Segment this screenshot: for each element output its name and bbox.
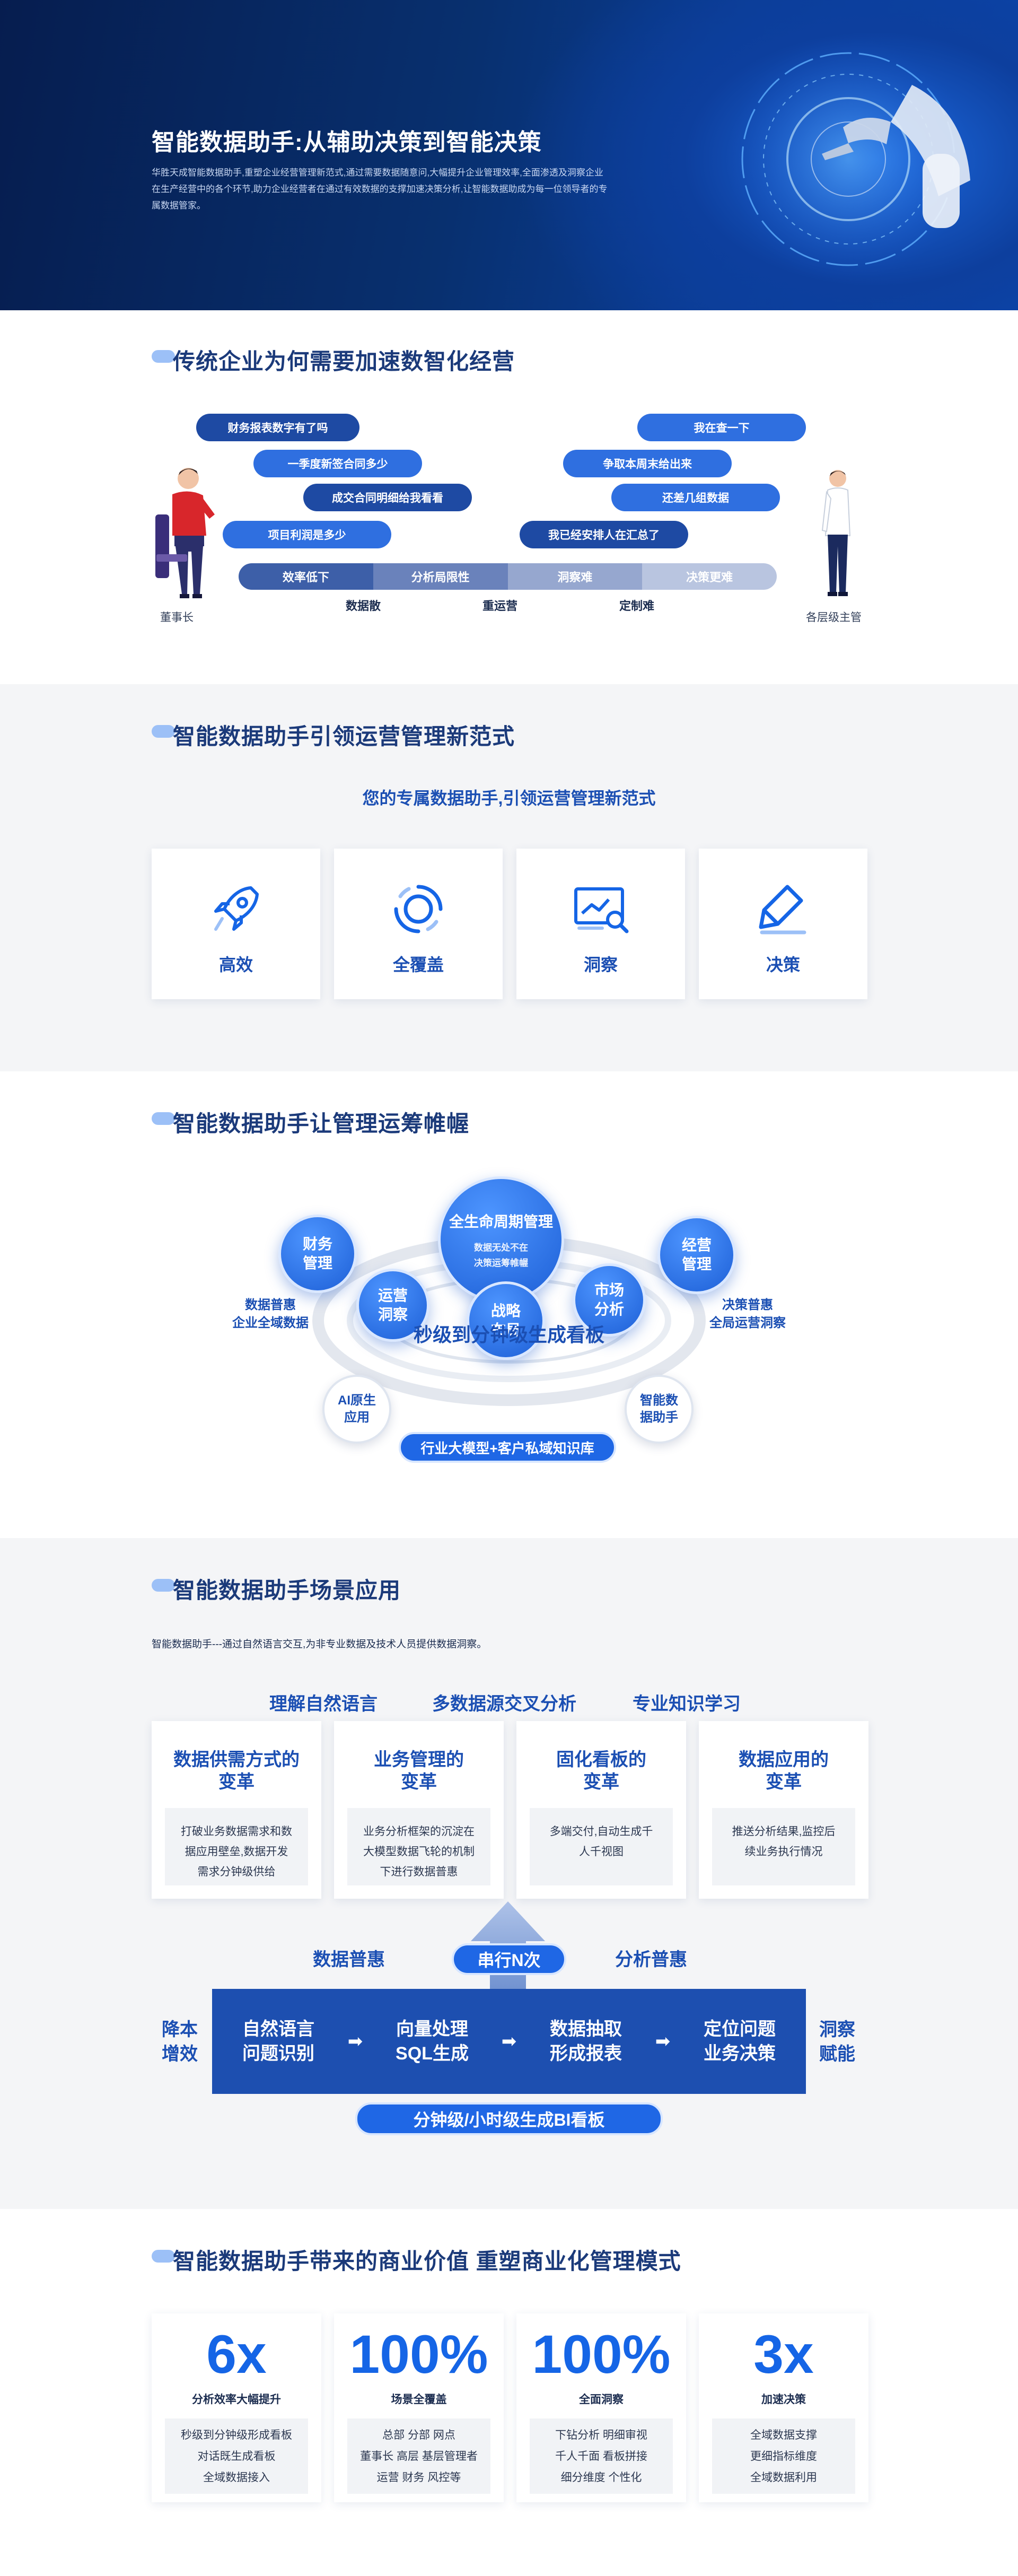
feature-card-efficient: 高效 [152,849,320,999]
pain-points-bar: 效率低下 分析局限性 洞察难 决策更难 [239,563,777,590]
llm-knowledge-base-pill: 行业大模型+客户私域知识库 [399,1432,616,1463]
section2-title: 智能数据助手引领运营管理新范式 [152,719,515,751]
data-inclusive-text: 数据普惠企业全域数据 [232,1298,309,1330]
title-pill-decoration [152,350,175,363]
value-metric: 6x [206,2324,267,2385]
scenario-card: 固化看板的变革 多端交付,自动生成千人千视图 [516,1721,686,1899]
cost-efficiency-label: 降本增效 [162,2020,198,2064]
decision-pen-icon [759,885,806,935]
pain-point-segment: 洞察难 [507,563,643,590]
manager-answer-4: 我已经安排人在汇总了 [520,521,688,548]
section2-subtitle: 您的专属数据助手,引领运营管理新范式 [362,789,656,808]
problem-label: 重运营 [482,599,518,613]
ai-native-app-node: AI原生应用 [322,1375,391,1444]
title-pill-decoration [152,725,175,738]
topic-cross-analysis: 多数据源交叉分析 [432,1694,576,1714]
chairman-figure-icon [155,468,215,598]
operations-insight-node: 运营洞察 [356,1269,429,1342]
arrow-right-icon: ➡ [347,2031,363,2051]
title-pill-decoration [152,2250,175,2263]
insight-chart-icon [574,887,629,933]
value-metric: 3x [753,2324,814,2385]
arrow-right-icon: ➡ [655,2031,671,2051]
analysis-inclusive-label: 分析普惠 [615,1950,687,1970]
value-caption: 场景全覆盖 [391,2394,447,2406]
feature-label: 全覆盖 [392,955,444,974]
scenario-card: 数据供需方式的变革 打破业务数据需求和数据应用壁垒,数据开发需求分钟级供给 [152,1721,321,1899]
chairman-question-1: 财务报表数字有了吗 [196,414,359,441]
topic-natural-language: 理解自然语言 [269,1694,378,1714]
pain-point-segment: 决策更难 [642,563,777,590]
arrow-right-icon: ➡ [501,2031,517,2051]
value-metric: 100% [532,2324,671,2385]
manager-answer-3: 还差几组数据 [611,484,780,511]
pain-point-segment: 效率低下 [239,563,373,590]
value-card: 100% 全面洞察 下钻分析 明细审视千人千面 看板拼接细分维度 个性化 [516,2313,686,2502]
problem-label: 数据散 [346,599,381,613]
bi-dashboard-pill: 分钟级/小时级生成BI看板 [355,2102,663,2135]
strategy-layout-node: 战略布局 [467,1281,545,1360]
section4-title: 智能数据助手场景应用 [152,1573,401,1605]
chairman-question-2: 一季度新签合同多少 [253,450,422,477]
chairman-label: 董事长 [160,612,194,624]
feature-card-insight: 洞察 [516,849,685,999]
title-pill-decoration [152,1112,175,1125]
flow-step: 定位问题业务决策 [704,2019,776,2064]
value-card: 3x 加速决策 全域数据支撑更细指标维度全域数据利用 [699,2313,868,2502]
manager-answer-1: 我在查一下 [637,414,806,441]
finance-management-node: 财务管理 [278,1215,357,1293]
target-icon [394,885,443,933]
managers-label: 各层级主管 [806,612,862,624]
problem-label: 定制难 [619,599,655,613]
title-pill-decoration [152,1579,175,1592]
topic-knowledge-learning: 专业知识学习 [633,1694,741,1714]
value-card: 100% 场景全覆盖 总部 分部 网点董事长 高层 基层管理者运营 财务 风控等 [334,2313,504,2502]
flow-step: 自然语言问题识别 [242,2019,314,2064]
value-caption: 分析效率大幅提升 [192,2394,281,2406]
hero-banner: 智能数据助手:从辅助决策到智能决策 华胜天成智能数据助手,重塑企业经营管理新范式… [0,0,1018,310]
section1-title: 传统企业为何需要加速数智化经营 [152,344,515,376]
business-management-node: 经营管理 [657,1216,736,1294]
dashboard-speed-headline: 秒级到分钟级生成看板 [413,1324,604,1346]
scenario-card: 业务管理的变革 业务分析框架的沉淀在大模型数据飞轮的机制下进行数据普惠 [334,1721,504,1899]
scenario-card: 数据应用的变革 推送分析结果,监控后续业务执行情况 [699,1721,868,1899]
value-card: 6x 分析效率大幅提升 秒级到分钟级形成看板对话既生成看板全域数据接入 [152,2313,321,2502]
ai-robot-hand-illustration [726,37,970,281]
value-caption: 加速决策 [761,2394,806,2406]
feature-card-decision: 决策 [699,849,867,999]
feature-label: 高效 [218,955,253,974]
manager-answer-2: 争取本周末给出来 [563,450,732,477]
feature-card-coverage: 全覆盖 [334,849,503,999]
flow-step: 数据抽取形成报表 [550,2019,622,2064]
section3-title: 智能数据助手让管理运筹帷幄 [152,1106,469,1138]
rocket-icon [214,886,259,931]
serial-n-times-pill: 串行N次 [452,1943,566,1975]
chairman-question-3: 成交合同明细给我看看 [303,484,472,511]
feature-label: 决策 [766,955,800,974]
value-caption: 全面洞察 [579,2394,624,2406]
managers-figure-icon [821,470,851,596]
hero-description: 华胜天成智能数据助手,重塑企业经营管理新范式,通过需要数据随意问,大幅提升企业管… [152,168,608,211]
decision-inclusive-text: 决策普惠全局运营洞察 [709,1298,786,1330]
hero-title: 智能数据助手:从辅助决策到智能决策 [152,129,542,155]
data-inclusive-label: 数据普惠 [313,1950,385,1970]
smart-assistant-node: 智能数据助手 [625,1375,694,1444]
section5-title: 智能数据助手带来的商业价值 重塑商业化管理模式 [152,2243,681,2276]
value-metric: 100% [349,2324,488,2385]
pain-point-segment: 分析局限性 [373,563,508,590]
chairman-question-4: 项目利润是多少 [223,521,391,548]
scenario-intro: 智能数据助手---通过自然语言交互,为非专业数据及技术人员提供数据洞察。 [152,1639,487,1650]
insight-empower-label: 洞察赋能 [819,2020,855,2064]
market-analysis-node: 市场分析 [573,1263,646,1337]
feature-label: 洞察 [583,955,618,974]
